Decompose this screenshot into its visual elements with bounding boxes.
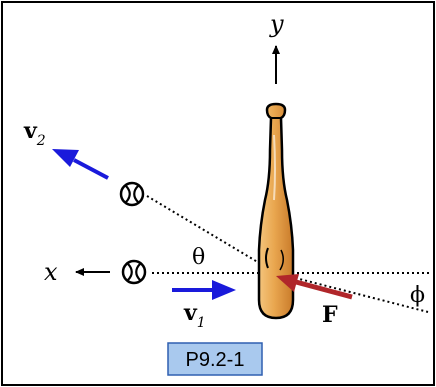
v2-label: v2 [23, 118, 46, 149]
caption-label: P9.2-1 [186, 349, 245, 371]
force-label: F [322, 302, 338, 328]
force-arrow [276, 274, 353, 300]
velocity-v2-arrow [52, 149, 109, 180]
outgoing-path-line [146, 195, 277, 274]
baseball-icon [119, 181, 145, 207]
force-line-of-action [275, 272, 429, 313]
theta-label: θ [192, 245, 205, 270]
baseball-icon [121, 259, 147, 285]
v1-label: v1 [183, 300, 206, 331]
x-axis-label: x [44, 258, 58, 286]
baseball-bat-icon [257, 102, 295, 320]
phi-label: ϕ [410, 283, 425, 308]
velocity-v1-arrow [172, 280, 236, 300]
y-axis-label: y [269, 10, 284, 38]
caption-box: P9.2-1 [167, 342, 263, 376]
